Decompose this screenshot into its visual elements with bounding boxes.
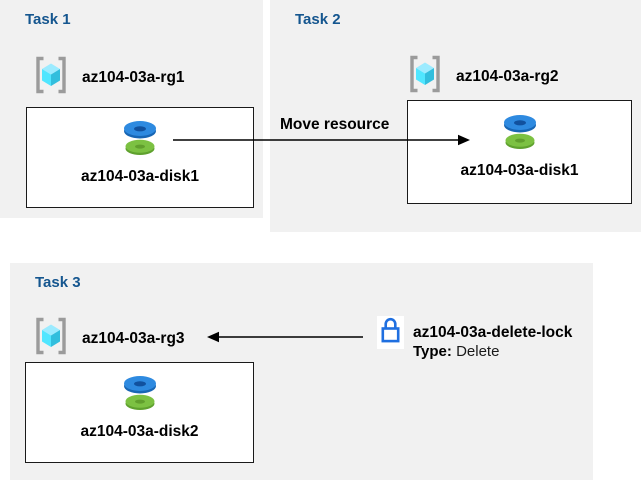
resource-group-icon: [407, 54, 443, 99]
task3-rg-label: az104-03a-rg3: [82, 329, 185, 347]
resource-group-icon: [33, 55, 69, 100]
task2-panel: Task 2 az104-03a-rg2: [270, 0, 641, 232]
task3-title: Task 3: [35, 274, 81, 291]
lock-name-label: az104-03a-delete-lock: [413, 324, 573, 341]
task2-disk-box: az104-03a-disk1: [407, 100, 632, 204]
task3-disk-label: az104-03a-disk2: [80, 422, 199, 440]
lock-type-value: Delete: [456, 343, 500, 360]
disk-icon: [122, 373, 158, 416]
task2-resource-group: az104-03a-rg2: [407, 54, 559, 99]
task2-rg-label: az104-03a-rg2: [456, 67, 559, 85]
move-resource-label: Move resource: [280, 116, 390, 133]
task3-disk-box: az104-03a-disk2: [25, 362, 254, 463]
task3-resource-group: az104-03a-rg3: [33, 316, 185, 361]
task1-disk-box: az104-03a-disk1: [26, 107, 254, 208]
task1-disk-label: az104-03a-disk1: [80, 167, 200, 185]
task1-title: Task 1: [25, 11, 71, 28]
disk-icon: [122, 118, 158, 161]
task2-title: Task 2: [295, 11, 341, 28]
disk-icon: [502, 112, 538, 155]
task1-rg-label: az104-03a-rg1: [82, 68, 185, 86]
lock-type-line: Type: Delete: [413, 342, 572, 361]
lock-badge: [377, 316, 404, 349]
lock-type-label: Type:: [413, 343, 452, 360]
task1-resource-group: az104-03a-rg1: [33, 55, 185, 100]
lock-text: az104-03a-delete-lock Type: Delete: [413, 323, 572, 361]
task1-panel: Task 1 az104-03a-rg1: [0, 0, 263, 218]
task3-panel: Task 3 az104-03a-rg3: [10, 263, 593, 480]
task2-disk-label: az104-03a-disk1: [460, 162, 579, 179]
lock-icon: [377, 314, 404, 352]
resource-group-icon: [33, 316, 69, 361]
